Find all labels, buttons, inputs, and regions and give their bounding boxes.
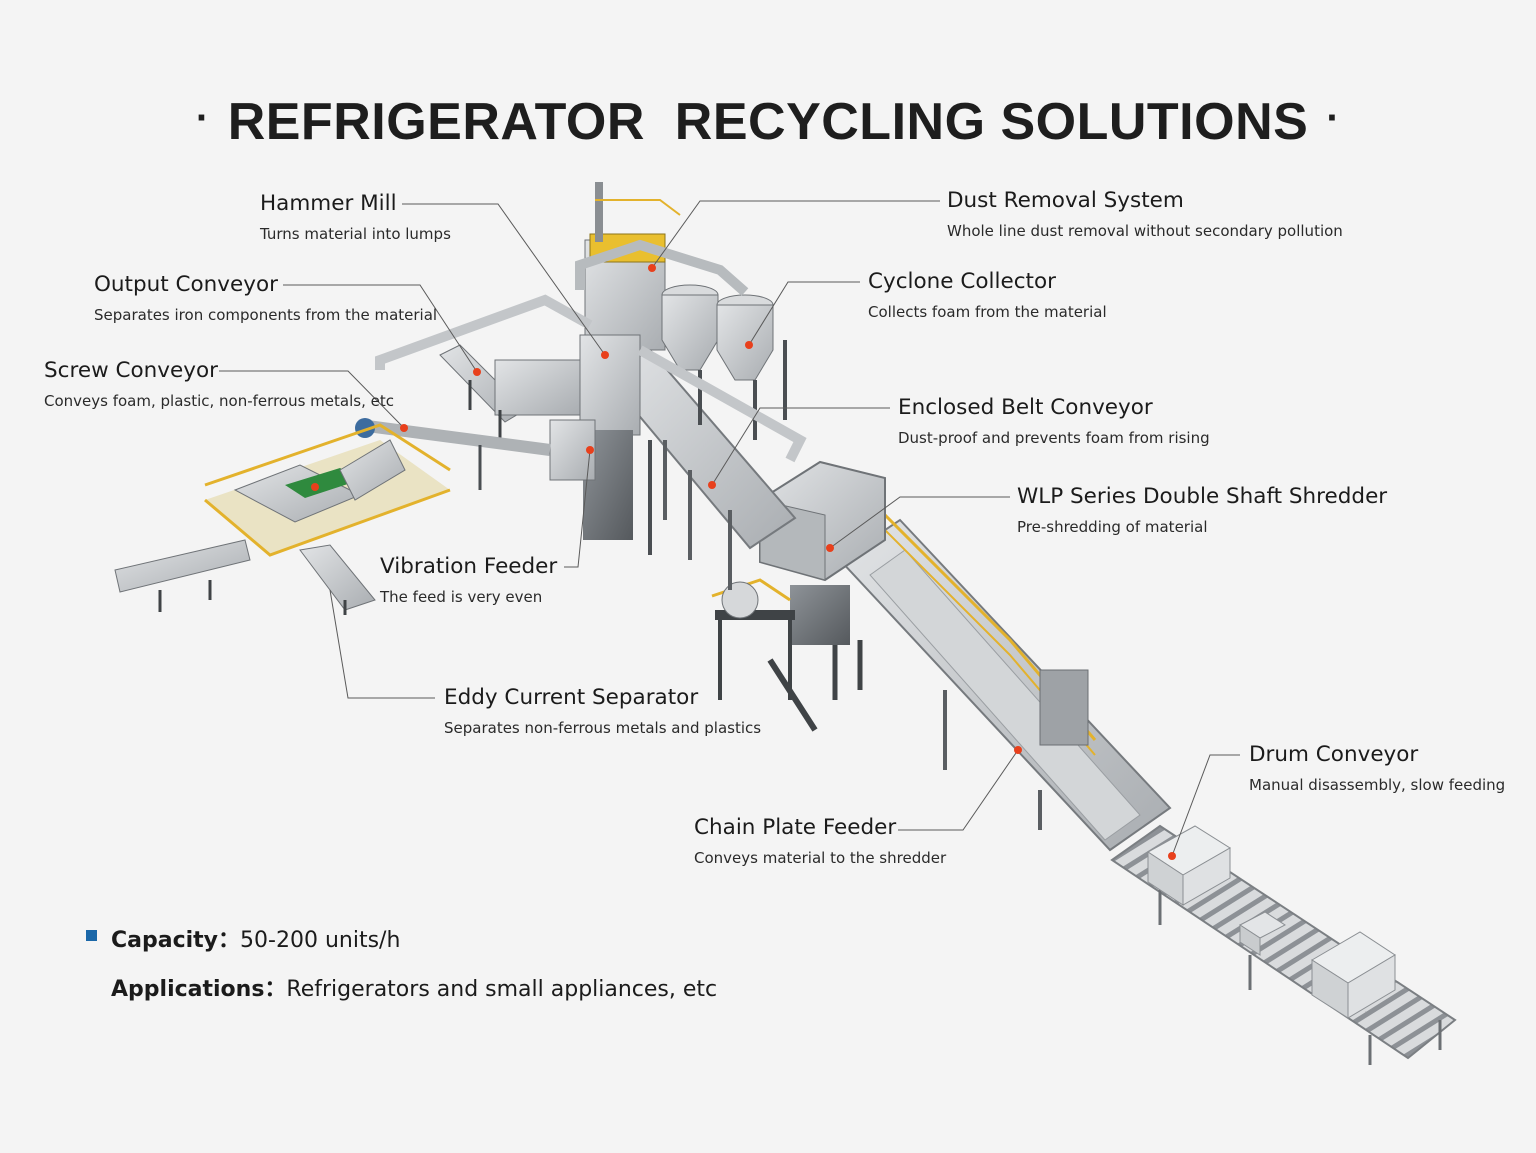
label-name: Chain Plate Feeder	[694, 815, 897, 840]
label-name: Hammer Mill	[260, 191, 397, 216]
label-desc: Pre-shredding of material	[1017, 518, 1208, 536]
capacity-label: Capacity：	[111, 928, 241, 953]
applications-value: Refrigerators and small appliances, etc	[286, 977, 718, 1002]
label-name: WLP Series Double Shaft Shredder	[1017, 484, 1388, 509]
label-name: Output Conveyor	[94, 272, 278, 297]
eddy-current-separator-drawing	[114, 423, 451, 615]
enclosed-belt-conveyor-drawing	[603, 348, 797, 590]
leader-lines	[219, 200, 1240, 857]
spec-bullet	[86, 930, 97, 941]
label-name: Screw Conveyor	[44, 358, 218, 383]
title-dot-right: ·	[1326, 96, 1341, 140]
marker-dots	[311, 264, 1176, 860]
label-double-shaft-shredder: WLP Series Double Shaft Shredder Pre-shr…	[1017, 484, 1387, 536]
label-name: Dust Removal System	[947, 188, 1184, 213]
applications-line: Applications：Refrigerators and small app…	[111, 971, 717, 1003]
label-desc: Conveys material to the shredder	[694, 849, 947, 867]
label-desc: Manual disassembly, slow feeding	[1249, 776, 1506, 794]
double-shaft-shredder-drawing	[711, 460, 886, 732]
page-title: · REFRIGERATOR RECYCLING SOLUTIONS ·	[0, 92, 1536, 152]
label-desc: The feed is very even	[380, 588, 543, 606]
label-desc: Turns material into lumps	[260, 225, 451, 243]
title-text: REFRIGERATOR RECYCLING SOLUTIONS	[227, 93, 1309, 151]
capacity-line: Capacity：50-200 units/h	[111, 922, 400, 954]
applications-label: Applications：	[111, 977, 287, 1002]
hammer-mill-tower-drawing	[375, 182, 807, 555]
label-cyclone-collector: Cyclone Collector Collects foam from the…	[868, 269, 1107, 321]
label-chain-plate-feeder: Chain Plate Feeder Conveys material to t…	[694, 815, 946, 867]
output-conveyor-drawing	[439, 344, 596, 481]
label-name: Cyclone Collector	[868, 269, 1056, 294]
label-name: Enclosed Belt Conveyor	[898, 395, 1153, 420]
label-name: Drum Conveyor	[1249, 742, 1419, 767]
label-enclosed-belt-conveyor: Enclosed Belt Conveyor Dust-proof and pr…	[898, 395, 1210, 447]
label-dust-removal-system: Dust Removal System Whole line dust remo…	[947, 188, 1343, 240]
capacity-value: 50-200 units/h	[240, 928, 401, 953]
chain-plate-feeder-drawing	[838, 508, 1172, 852]
label-output-conveyor: Output Conveyor Separates iron component…	[94, 272, 437, 324]
label-desc: Conveys foam, plastic, non-ferrous metal…	[44, 392, 394, 410]
label-hammer-mill: Hammer Mill Turns material into lumps	[260, 191, 451, 243]
label-desc: Separates iron components from the mater…	[94, 306, 438, 324]
label-desc: Dust-proof and prevents foam from rising	[898, 429, 1210, 447]
label-vibration-feeder: Vibration Feeder The feed is very even	[380, 554, 557, 606]
drum-conveyor-drawing	[1110, 824, 1457, 1065]
title-dot-left: ·	[195, 96, 210, 140]
label-name: Eddy Current Separator	[444, 685, 699, 710]
label-name: Vibration Feeder	[380, 554, 558, 579]
label-drum-conveyor: Drum Conveyor Manual disassembly, slow f…	[1249, 742, 1505, 794]
label-eddy-current-separator: Eddy Current Separator Separates non-fer…	[444, 685, 761, 737]
label-desc: Whole line dust removal without secondar…	[947, 222, 1343, 240]
label-desc: Separates non-ferrous metals and plastic…	[444, 719, 762, 737]
label-desc: Collects foam from the material	[868, 303, 1107, 321]
label-screw-conveyor: Screw Conveyor Conveys foam, plastic, no…	[44, 358, 394, 410]
